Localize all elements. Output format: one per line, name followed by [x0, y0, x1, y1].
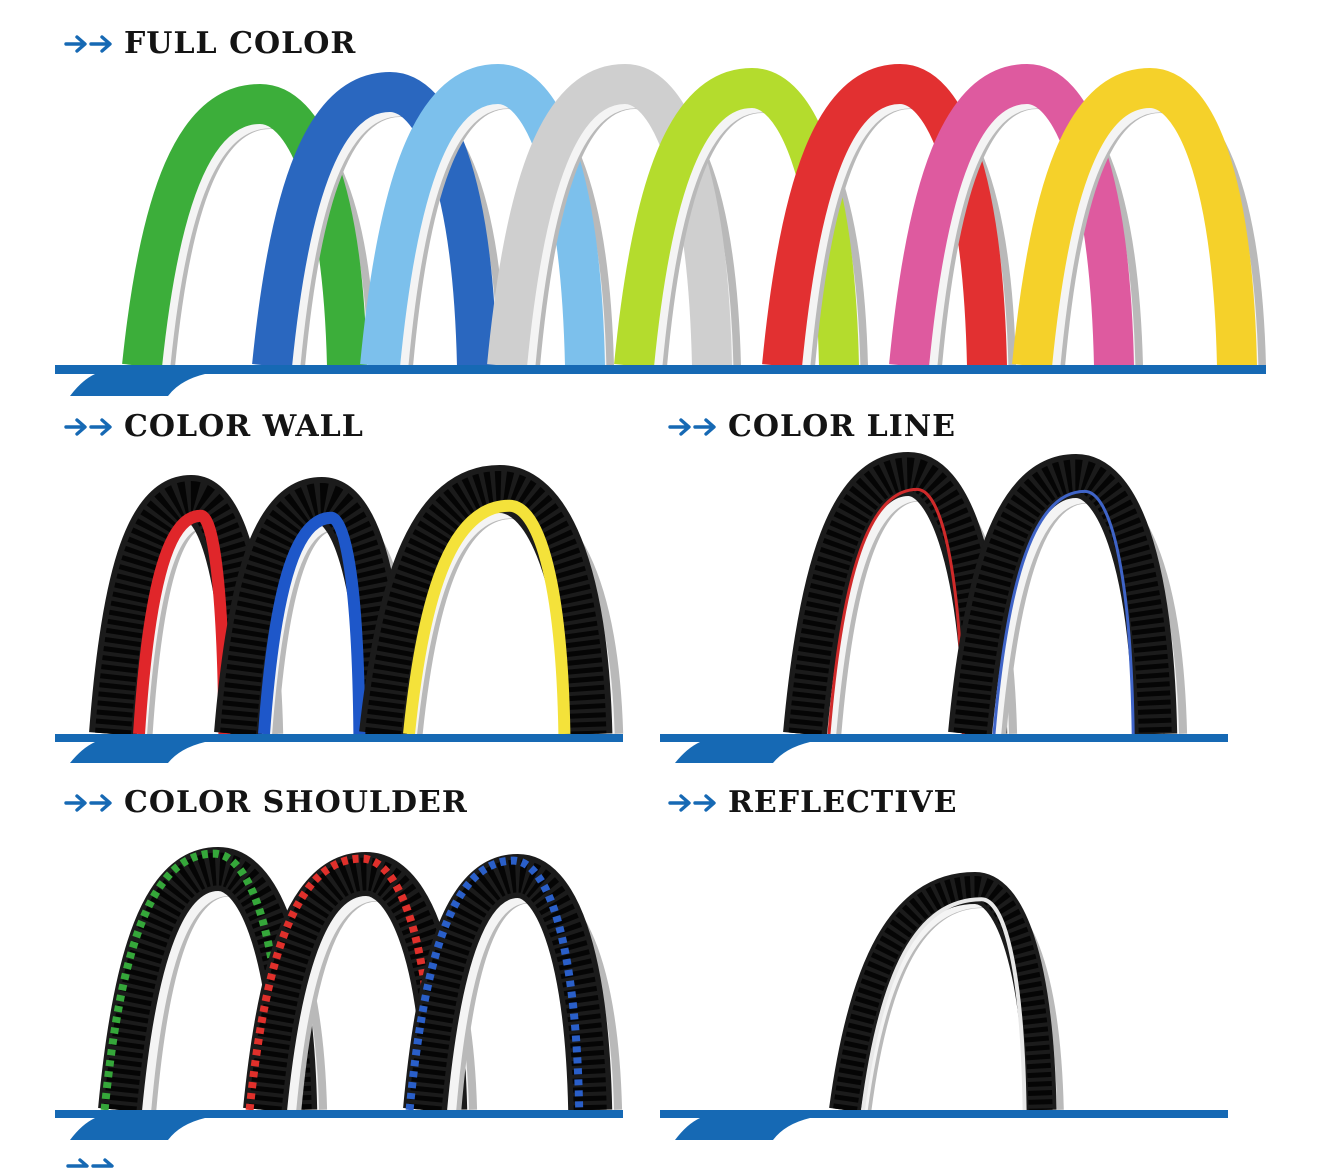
color-wall-and-line-tires-illustration	[89, 451, 1188, 737]
full-color-tire-6	[762, 63, 1016, 368]
section-heading-reflective: REFLECTIVE	[668, 785, 957, 820]
section-divider-full-color	[55, 365, 1266, 396]
section-heading-color-wall: COLOR WALL	[64, 409, 364, 444]
double-arrow-right-icon	[64, 417, 112, 436]
full-color-tire-3	[360, 63, 614, 368]
section-title: COLOR LINE	[728, 409, 957, 444]
section-title: FULL COLOR	[124, 26, 357, 61]
section-title: COLOR SHOULDER	[124, 785, 468, 820]
full-color-tire-4	[487, 63, 741, 368]
full-color-tires-illustration	[122, 63, 1266, 369]
color-wall-tire-3	[359, 464, 624, 737]
double-arrow-right-icon	[64, 793, 112, 812]
section-divider-middle	[55, 734, 1228, 763]
section-title: COLOR WALL	[124, 409, 364, 444]
section-heading-full-color: FULL COLOR	[64, 26, 356, 61]
double-arrow-right-icon	[64, 34, 112, 53]
full-color-tire-1	[122, 83, 376, 369]
section-heading-color-shoulder: COLOR SHOULDER	[64, 785, 468, 820]
double-arrow-right-icon	[668, 417, 716, 436]
double-arrow-right-icon	[668, 793, 716, 812]
full-color-tire-7	[889, 63, 1143, 368]
section-heading-color-line: COLOR LINE	[668, 409, 956, 444]
color-shoulder-tire-3	[403, 853, 623, 1113]
full-color-tire-2	[252, 71, 506, 368]
reflective-tire	[829, 871, 1064, 1113]
section-title: REFLECTIVE	[728, 785, 958, 820]
color-shoulder-and-reflective-tires-illustration	[98, 846, 1064, 1113]
color-line-tire-2	[948, 453, 1188, 737]
full-color-tire-8	[1012, 67, 1266, 368]
